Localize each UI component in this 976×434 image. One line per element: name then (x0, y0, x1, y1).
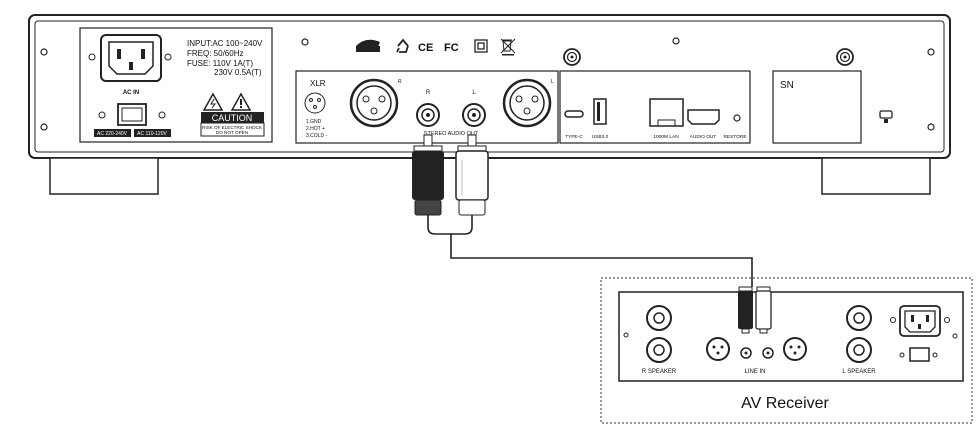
antenna-connector-right (836, 48, 854, 66)
rca-output-left (462, 103, 486, 127)
line-in-rca-left (762, 347, 774, 359)
right-foot (821, 157, 931, 195)
xlr-output-left (502, 78, 552, 128)
caution-title: CAUTION (212, 113, 253, 123)
caution-line-1: RISK OF ELECTRIC SHOCK (202, 125, 263, 130)
fuse-spec-1: FUSE: 110V 1A(T) (187, 59, 253, 68)
usb-c-port (564, 110, 584, 118)
port-label-usb3: USB3.0 (592, 134, 609, 140)
receiver-dashed-border (600, 277, 973, 424)
sn-panel (772, 70, 862, 144)
line-in-xlr-right (706, 337, 730, 361)
xlr-pin-diagram (304, 92, 326, 114)
stereo-out-label: STEREO AUDIO OUT (424, 131, 479, 137)
ac-inlet (88, 34, 172, 82)
recycle-icon (396, 38, 409, 53)
fuse-spec-2: 230V 0.5A(T) (214, 68, 262, 77)
xlr-left-mark: L (551, 79, 554, 85)
fc-mark: FC (444, 42, 459, 54)
voltage-selector-switch (94, 103, 171, 137)
double-insulation-icon (474, 39, 488, 53)
digital-port-panel (559, 70, 751, 144)
rca-plug-left-white (455, 134, 489, 216)
usb-3-port (593, 98, 607, 125)
caution-line-2: DO NOT OPEN (216, 130, 248, 135)
device-back-panel: AC IN INPUT:AC 100~240V FREQ: 50/60Hz FU… (28, 14, 951, 195)
xlr-label: XLR (310, 79, 326, 88)
receiver-rca-plugs (738, 286, 772, 334)
line-in-xlr-left (783, 337, 807, 361)
hi-res-logo-icon (356, 39, 380, 52)
port-label-type-c: TYPE-C (565, 134, 583, 140)
port-label-audio-out: AUDIO OUT (690, 134, 717, 140)
line-in-rca-right (740, 347, 752, 359)
xlr-right-mark: R (398, 79, 402, 85)
rca-plug-right-black (412, 134, 444, 216)
sn-label: SN (780, 80, 794, 91)
screw-marks (623, 332, 958, 339)
voltage-label-a: AC 220-240V (97, 131, 128, 137)
rca-output-right (416, 103, 440, 127)
input-spec: INPUT:AC 100~240V (187, 39, 263, 48)
ac-in-label: AC IN (123, 90, 139, 96)
hdmi-audio-out-port (687, 109, 720, 125)
rca-right-label: R (426, 90, 431, 96)
antenna-connector-left (563, 48, 581, 66)
r-speaker-terminals (646, 305, 672, 363)
ce-mark: CE (418, 42, 433, 54)
receiver-caption: AV Receiver (741, 395, 829, 412)
receiver-power-switch (899, 347, 938, 362)
left-foot (49, 157, 159, 195)
voltage-label-b: AC 110-120V (137, 131, 167, 137)
l-speaker-terminals (846, 305, 872, 363)
xlr-output-right (349, 78, 399, 128)
rca-left-label: L (472, 90, 476, 96)
kensington-lock-icon (879, 110, 893, 123)
weee-bin-icon (500, 38, 516, 56)
lan-port (649, 98, 684, 127)
av-receiver: R SPEAKER LINE IN (600, 277, 973, 424)
certification-marks: CE FC (356, 38, 516, 56)
rca-cable (412, 134, 753, 287)
freq-spec: FREQ: 50/60Hz (187, 49, 243, 58)
port-label-restore: RESTORE (723, 134, 746, 140)
xlr-pin-2: 2.HOT + (306, 126, 325, 132)
power-section (79, 27, 273, 143)
xlr-pin-3: 3.COLD - (306, 133, 327, 139)
port-label-lan: 1000M LAN (653, 134, 679, 140)
l-speaker-label: L SPEAKER (842, 369, 876, 375)
warning-icon (202, 92, 252, 111)
line-in-label: LINE IN (744, 369, 765, 375)
r-speaker-label: R SPEAKER (642, 369, 677, 375)
restore-button (733, 114, 741, 122)
receiver-power-inlet (890, 305, 950, 337)
xlr-pin-1: 1.GND (306, 119, 322, 125)
